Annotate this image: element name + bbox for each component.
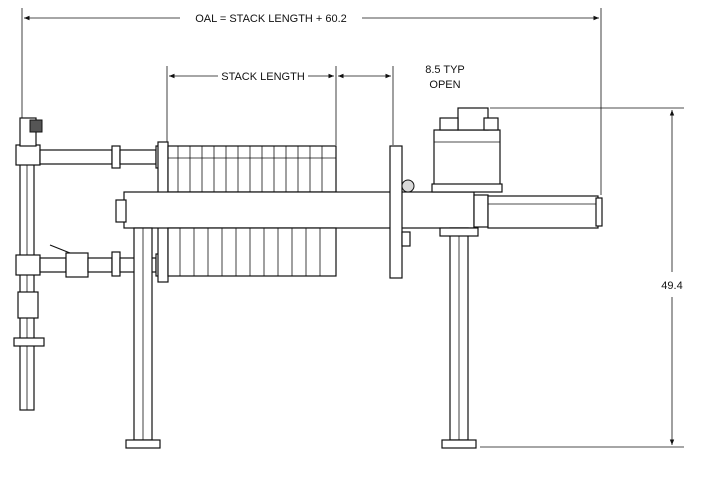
height-dimension: 49.4 bbox=[480, 107, 684, 448]
manifold-lower-fitting bbox=[17, 291, 39, 319]
stack-length-label: STACK LENGTH bbox=[221, 71, 305, 83]
hydraulic-cylinder bbox=[487, 195, 603, 229]
right-foot bbox=[441, 439, 477, 449]
oal-dimension: OAL = STACK LENGTH + 60.2 bbox=[21, 8, 602, 195]
plate-stack-upper bbox=[167, 145, 337, 193]
lower-feed-pipe bbox=[39, 257, 67, 273]
top-valve-handle bbox=[29, 119, 43, 133]
open-dimension: 8.5 TYP OPEN bbox=[338, 64, 465, 145]
top-tee-fitting bbox=[15, 144, 41, 166]
lower-tee-fitting bbox=[15, 254, 41, 276]
height-label: 49.4 bbox=[661, 280, 682, 292]
pump-reservoir bbox=[433, 129, 501, 189]
follower-plate bbox=[389, 145, 403, 279]
stack-length-dimension: STACK LENGTH bbox=[166, 66, 337, 145]
upper-union bbox=[111, 145, 121, 169]
oal-label: OAL = STACK LENGTH + 60.2 bbox=[195, 13, 347, 25]
rail-end-cap bbox=[115, 199, 127, 223]
ball-valve bbox=[65, 252, 89, 278]
legs bbox=[125, 227, 479, 449]
upper-feed-pipe bbox=[39, 149, 113, 165]
manifold-base-flange bbox=[13, 337, 45, 347]
manifold-piping bbox=[13, 117, 167, 411]
lower-union bbox=[111, 251, 121, 277]
plate-stack-lower bbox=[167, 227, 337, 277]
ball-valve-handle bbox=[49, 244, 71, 254]
side-rail-beam bbox=[123, 191, 475, 229]
follower-roller bbox=[401, 179, 415, 193]
open-label-line2: OPEN bbox=[429, 79, 460, 91]
hydraulic-pump-unit bbox=[431, 107, 503, 193]
cylinder-mount bbox=[473, 194, 489, 228]
pump-base bbox=[431, 183, 503, 193]
cylinder-barrel bbox=[487, 195, 599, 229]
open-label-line1: 8.5 TYP bbox=[425, 64, 465, 76]
left-foot bbox=[125, 439, 161, 449]
